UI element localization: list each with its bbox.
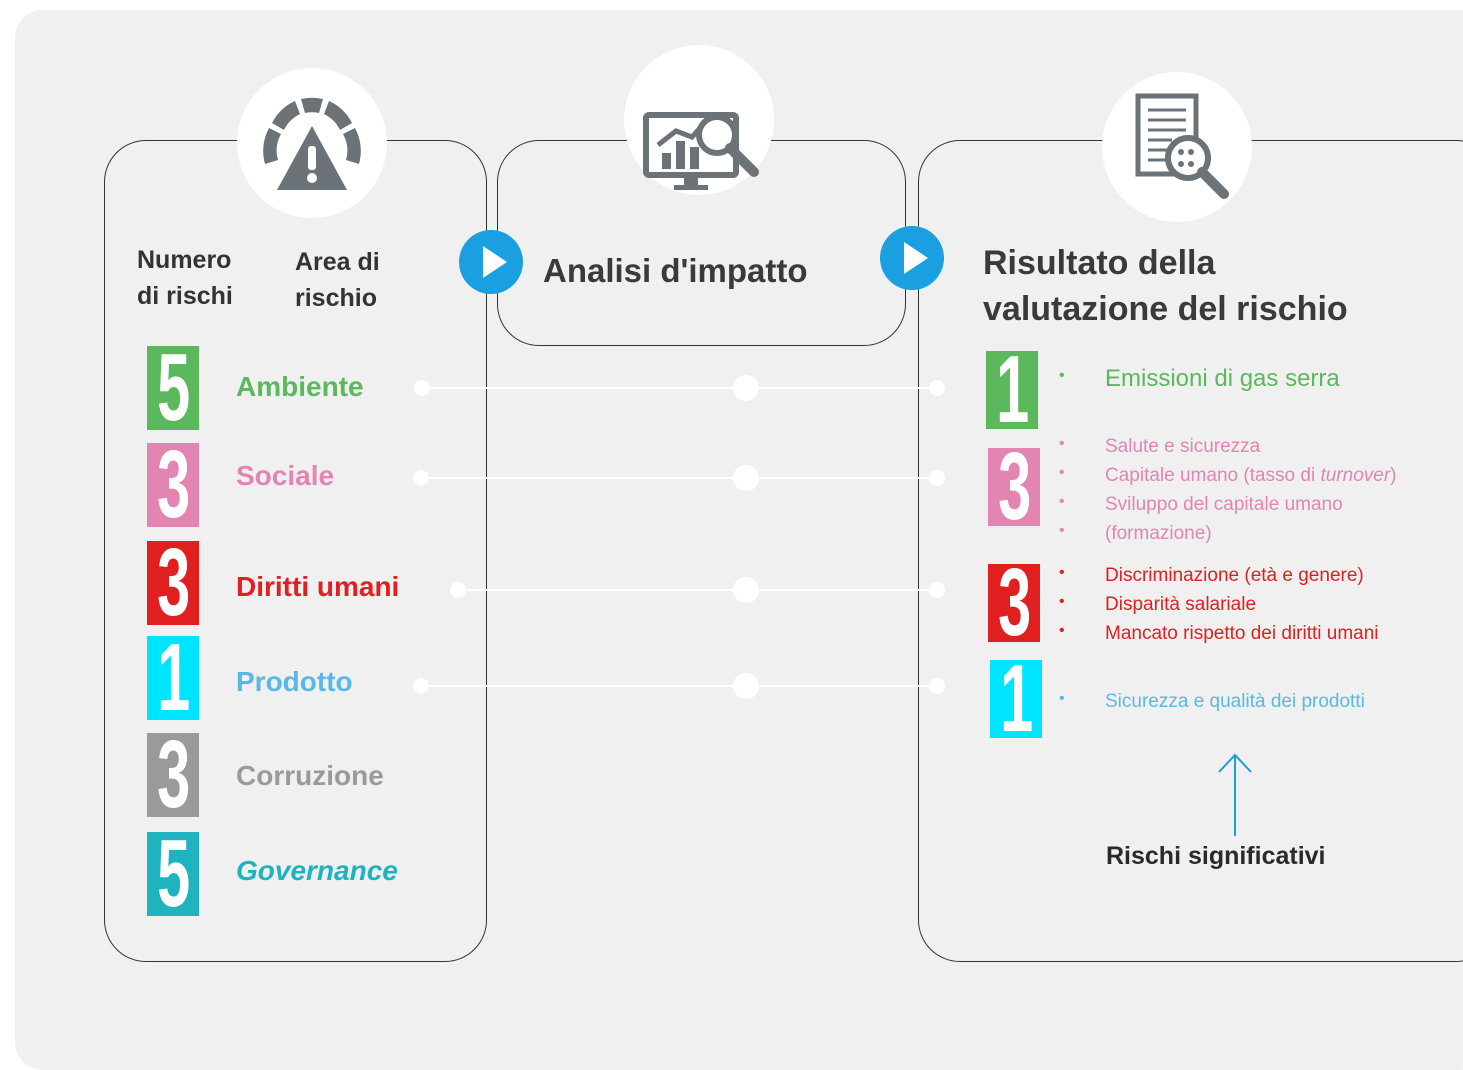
result-list-ambiente: Emissioni di gas serra (1059, 359, 1340, 396)
monitor-chart-magnifier-icon (624, 45, 774, 195)
result-count-ambiente: 1 (986, 351, 1038, 429)
flow-arrow-icon (880, 226, 944, 290)
connector-line-diritti-umani (458, 589, 937, 591)
connector-dot (733, 375, 759, 401)
risk-count-ambiente: 5 (147, 346, 199, 430)
document-magnifier-icon (1102, 72, 1252, 222)
risk-area-diritti-umani: Diritti umani (236, 571, 400, 602)
result-item: Discriminazione (età e genere) (1059, 558, 1379, 590)
result-list-sociale: Salute e sicurezza Capitale umano (tasso… (1059, 429, 1396, 548)
result-item: Capitale umano (tasso di turnover) (1059, 458, 1396, 490)
result-item: Mancato rispetto dei diritti umani (1059, 616, 1379, 648)
connector-dot (733, 577, 759, 603)
connector-dot (733, 673, 759, 699)
connector-dot (929, 470, 945, 486)
risk-count-diritti-umani: 3 (147, 541, 199, 625)
connector-line-sociale (421, 477, 937, 479)
result-item: Sicurezza e qualità dei prodotti (1059, 684, 1365, 716)
risk-count-sociale: 3 (147, 443, 199, 527)
risk-area-ambiente: Ambiente (236, 371, 364, 402)
risk-area-corruzione: Corruzione (236, 760, 384, 791)
impact-analysis-title: Analisi d'impatto (543, 252, 808, 289)
result-title: Risultato della valutazione del rischio (983, 240, 1348, 332)
connector-dot (413, 678, 429, 694)
connector-dot (450, 582, 466, 598)
count-column-header: Numero di rischi (137, 246, 233, 310)
connector-line-ambiente (422, 387, 937, 389)
flow-arrow-icon (459, 230, 523, 294)
arrow-up-icon (1218, 753, 1252, 836)
risk-area-prodotto: Prodotto (236, 666, 353, 697)
result-item: (formazione) (1059, 516, 1396, 548)
connector-dot (413, 470, 429, 486)
risk-count-corruzione: 3 (147, 733, 199, 817)
risk-area-governance: Governance (236, 855, 398, 886)
area-column-header: Area di rischio (295, 248, 380, 312)
result-item: Disparità salariale (1059, 587, 1379, 619)
result-count-prodotto: 1 (990, 660, 1042, 738)
risk-count-governance: 5 (147, 832, 199, 916)
result-count-sociale: 3 (988, 448, 1040, 526)
result-title-line2: valutazione del rischio (983, 290, 1348, 328)
connector-dot (414, 380, 430, 396)
risk-gauge-warning-icon (237, 68, 387, 218)
risk-count-prodotto: 1 (147, 636, 199, 720)
result-list-diritti-umani: Discriminazione (età e genere) Disparità… (1059, 558, 1379, 648)
result-count-diritti-umani: 3 (988, 564, 1040, 642)
connector-dot (929, 582, 945, 598)
connector-dot (733, 465, 759, 491)
result-item: Emissioni di gas serra (1059, 359, 1340, 396)
result-list-prodotto: Sicurezza e qualità dei prodotti (1059, 684, 1365, 716)
connector-dot (929, 678, 945, 694)
significant-risks-label: Rischi significativi (1106, 842, 1326, 870)
result-item: Salute e sicurezza (1059, 429, 1396, 461)
risk-area-sociale: Sociale (236, 460, 335, 491)
connector-dot (929, 380, 945, 396)
result-item: Sviluppo del capitale umano (1059, 487, 1396, 519)
connector-line-prodotto (421, 685, 937, 687)
result-title-line1: Risultato della (983, 244, 1216, 282)
